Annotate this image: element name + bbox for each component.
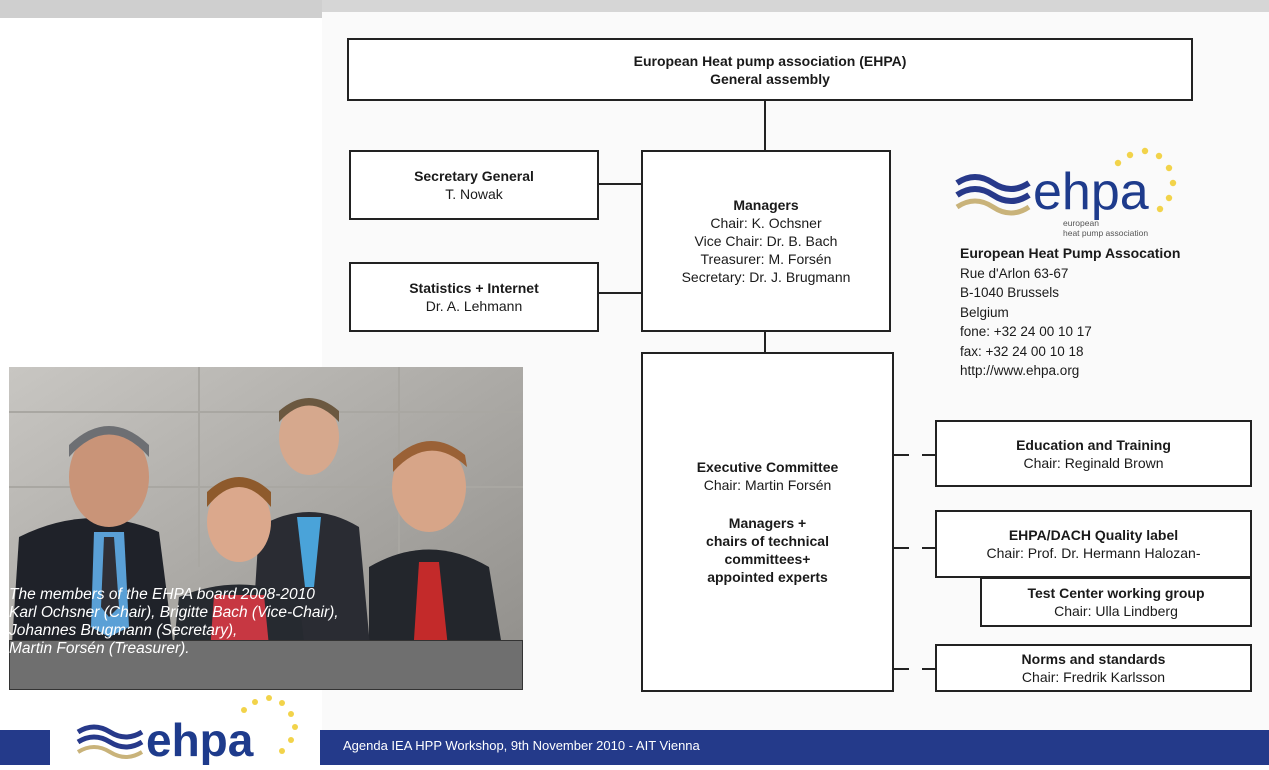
norms-chair: Chair: Fredrik Karlsson bbox=[1021, 669, 1166, 685]
ehpa-logo-graphic: ehpa european heat pump association bbox=[955, 147, 1177, 238]
managers-box: Managers Chair: K. Ochsner Vice Chair: D… bbox=[641, 150, 891, 332]
caption-line-4: Martin Forsén (Treasurer). bbox=[9, 640, 190, 657]
connector-secretary-managers bbox=[598, 183, 642, 185]
caption-line-2: Karl Ochsner (Chair), Brigitte Bach (Vic… bbox=[9, 604, 339, 621]
caption-line-3: Johannes Brugmann (Secretary), bbox=[9, 622, 238, 639]
test-center-box: Test Center working group Chair: Ulla Li… bbox=[980, 577, 1252, 627]
connector-managers-executive bbox=[764, 331, 766, 353]
statistics-internet-box: Statistics + Internet Dr. A. Lehmann bbox=[349, 262, 599, 332]
footer-text: Agenda IEA HPP Workshop, 9th November 20… bbox=[343, 738, 700, 753]
assembly-line2: General assembly bbox=[710, 70, 830, 87]
dash-education-b bbox=[922, 454, 936, 456]
footer-logo-stars-icon bbox=[241, 695, 298, 754]
connector-assembly-managers bbox=[764, 100, 766, 150]
education-title: Education and Training bbox=[1016, 436, 1171, 453]
caption-line-1: The members of the EHPA board 2008-2010 bbox=[9, 586, 315, 603]
logo-word: ehpa bbox=[1033, 163, 1149, 221]
secretary-title: Secretary General bbox=[414, 168, 534, 184]
top-band-right bbox=[322, 0, 1269, 12]
managers-title: Managers bbox=[733, 197, 799, 213]
executive-sub-2: chairs of technical bbox=[706, 533, 829, 549]
footer-logo-waves-icon bbox=[76, 724, 144, 759]
dash-norms-a bbox=[893, 668, 909, 670]
quality-label-box: EHPA/DACH Quality label Chair: Prof. Dr.… bbox=[935, 510, 1252, 578]
secretary-name: T. Nowak bbox=[445, 186, 503, 202]
photo-caption: The members of the EHPA board 2008-2010 … bbox=[9, 586, 523, 658]
testcenter-title: Test Center working group bbox=[1027, 585, 1205, 601]
managers-secretary: Secretary: Dr. J. Brugmann bbox=[681, 269, 851, 285]
quality-chair: Chair: Prof. Dr. Hermann Halozan- bbox=[986, 545, 1201, 561]
contact-org: European Heat Pump Assocation bbox=[960, 245, 1181, 261]
general-assembly-box: European Heat pump association (EHPA) Ge… bbox=[347, 38, 1193, 101]
dash-quality-a bbox=[893, 547, 909, 549]
executive-committee-box: Executive Committee Chair: Martin Forsén… bbox=[641, 352, 894, 692]
dash-education-a bbox=[893, 454, 909, 456]
logo-sub2: heat pump association bbox=[1063, 228, 1148, 238]
contact-city: B-1040 Brussels bbox=[960, 285, 1060, 300]
education-chair: Chair: Reginald Brown bbox=[1023, 454, 1164, 471]
quality-title: EHPA/DACH Quality label bbox=[1008, 527, 1179, 543]
testcenter-chair: Chair: Ulla Lindberg bbox=[1054, 603, 1178, 619]
executive-sub-1: Managers + bbox=[728, 515, 807, 531]
logo-sub1: european bbox=[1063, 218, 1099, 228]
connector-statistics-managers bbox=[598, 292, 642, 294]
footer-logo-graphic: ehpa bbox=[50, 690, 320, 766]
executive-title: Executive Committee bbox=[696, 459, 839, 475]
footer-logo-word: ehpa bbox=[146, 714, 254, 765]
contact-phone: fone: +32 24 00 10 17 bbox=[960, 324, 1092, 339]
secretary-general-box: Secretary General T. Nowak bbox=[349, 150, 599, 220]
dash-quality-b bbox=[922, 547, 936, 549]
contact-fax: fax: +32 24 00 10 18 bbox=[960, 343, 1084, 359]
managers-chair: Chair: K. Ochsner bbox=[710, 215, 822, 231]
norms-title: Norms and standards bbox=[1021, 651, 1166, 667]
managers-vice-chair: Vice Chair: Dr. B. Bach bbox=[694, 233, 838, 249]
top-band-left bbox=[0, 0, 322, 18]
assembly-line1: European Heat pump association (EHPA) bbox=[633, 52, 907, 69]
managers-treasurer: Treasurer: M. Forsén bbox=[700, 251, 832, 267]
dash-norms-b bbox=[922, 668, 936, 670]
logo-stars-icon bbox=[1114, 147, 1177, 213]
contact-country: Belgium bbox=[960, 304, 1009, 320]
norms-standards-box: Norms and standards Chair: Fredrik Karls… bbox=[935, 644, 1252, 692]
executive-sub-3: committees+ bbox=[724, 551, 811, 567]
ehpa-logo: ehpa european heat pump association bbox=[955, 143, 1205, 243]
executive-chair: Chair: Martin Forsén bbox=[703, 477, 832, 493]
executive-sub-4: appointed experts bbox=[707, 569, 828, 585]
contact-block: European Heat Pump Assocation Rue d'Arlo… bbox=[960, 244, 1180, 381]
contact-address: Rue d'Arlon 63-67 bbox=[960, 265, 1069, 281]
caption-background bbox=[9, 640, 523, 690]
education-training-box: Education and Training Chair: Reginald B… bbox=[935, 420, 1252, 487]
contact-website[interactable]: http://www.ehpa.org bbox=[960, 363, 1080, 378]
logo-waves-icon bbox=[955, 174, 1031, 216]
footer-ehpa-logo: ehpa bbox=[50, 690, 320, 766]
statistics-title: Statistics + Internet bbox=[409, 280, 539, 296]
statistics-name: Dr. A. Lehmann bbox=[425, 298, 523, 314]
